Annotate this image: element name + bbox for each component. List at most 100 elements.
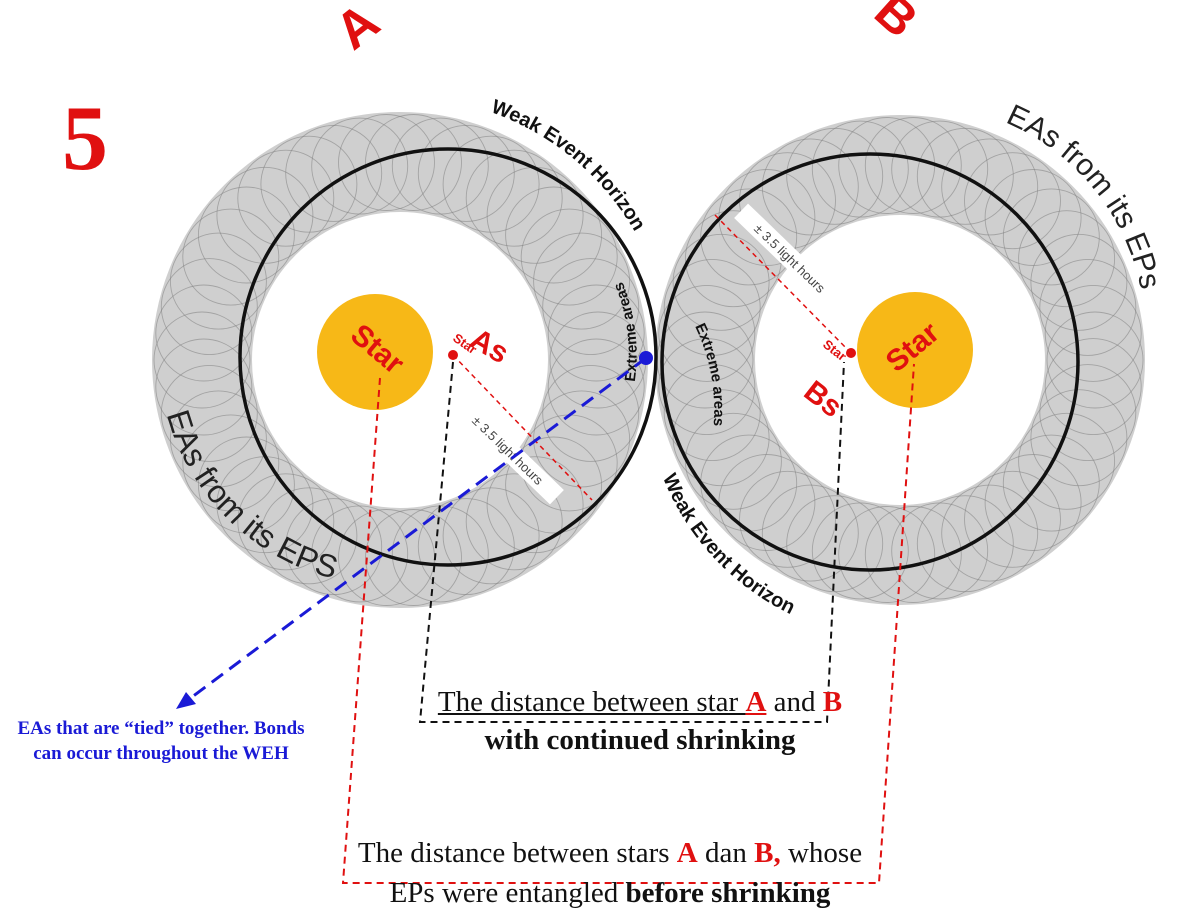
ring-texture-loop	[658, 338, 756, 436]
ring-texture-loop	[285, 498, 383, 596]
distance-bracket-before	[341, 363, 915, 884]
shrinking-caption-pre: The distance between star	[437, 686, 746, 718]
before-caption-pre: The distance between stars	[357, 837, 677, 869]
tie-arrow-line	[187, 356, 647, 702]
shrinking-caption-line1: The distance between star A and B	[330, 683, 950, 721]
ring-band-b	[655, 115, 1145, 605]
ring-texture-loop	[811, 120, 909, 218]
ring-texture-loop	[160, 258, 258, 356]
ring-texture-loop	[964, 152, 1061, 250]
tied-eas-caption: EAs that are “tied” together. Bonds can …	[17, 718, 305, 764]
ring-texture-loop	[547, 338, 645, 436]
ring-texture-loop	[1002, 188, 1100, 286]
ring-texture-loop	[465, 473, 563, 571]
ring-texture-loop	[891, 502, 989, 600]
ring-texture-loop	[338, 114, 435, 211]
ring-texture-loop	[155, 284, 253, 382]
ring-texture-loop	[197, 186, 295, 284]
ring-texture-loop	[1044, 338, 1142, 436]
before-caption-line2-bold: before shrinking	[625, 877, 831, 909]
shrinking-caption-star-a: A	[745, 686, 767, 718]
ring-texture-loop	[1030, 233, 1128, 331]
ring-texture-a	[153, 114, 647, 606]
ring-texture-loop	[984, 454, 1082, 551]
ring-texture-loop	[542, 258, 640, 356]
shrinking-caption-and: and	[766, 686, 823, 718]
before-caption-post: whose	[780, 837, 863, 869]
small-star-b-label: Star	[820, 337, 849, 364]
ring-texture-loop	[984, 169, 1082, 266]
ring-texture-loop	[916, 127, 1014, 225]
before-caption-line1: The distance between stars A dan B, whos…	[240, 833, 980, 873]
ring-texture-loop	[169, 390, 267, 488]
ring-texture-loop	[739, 470, 836, 568]
ring-texture-loop	[1018, 412, 1116, 510]
star-b	[857, 292, 973, 408]
ring-texture-loop	[182, 208, 280, 306]
tie-arrow-head	[176, 692, 196, 709]
ring-texture-loop	[365, 114, 462, 211]
ring-texture-loop	[237, 149, 335, 247]
ring-texture-loop	[1039, 364, 1137, 462]
ring-texture-loop	[260, 487, 358, 585]
ring-texture-loop	[700, 188, 798, 286]
ring-texture-loop	[864, 117, 962, 214]
ring-texture-loop	[486, 456, 584, 554]
ring-texture-loop	[786, 495, 884, 593]
ring-texture-loop	[941, 484, 1039, 582]
ring-texture-loop	[1039, 258, 1137, 356]
distance-bracket-shrinking	[418, 361, 845, 723]
before-caption-line2: EPs were entangled before shrinking	[240, 873, 980, 913]
ring-texture-loop	[761, 138, 859, 236]
ring-texture-loop	[417, 124, 515, 222]
ring-texture-loop	[672, 233, 770, 331]
before-shrinking-caption: The distance between stars A dan B, whos…	[240, 833, 980, 913]
star-a	[317, 294, 433, 410]
ring-texture-loop	[864, 506, 962, 603]
ring-texture-loop	[964, 470, 1061, 568]
ring-texture-loop	[505, 186, 603, 284]
ring-texture-loop	[1030, 389, 1128, 487]
ring-texture-loop	[663, 258, 761, 356]
ring-texture-loop	[169, 232, 267, 330]
ring-texture-loop	[761, 484, 859, 582]
before-caption-line2-pre: EPs were entangled	[389, 877, 626, 909]
shrinking-caption-line2: with continued shrinking	[330, 721, 950, 759]
ring-texture-loop	[1044, 284, 1142, 382]
weak-event-horizon-b	[660, 152, 1080, 572]
ring-texture-loop	[533, 390, 631, 488]
ring-texture-loop	[520, 208, 618, 306]
ring-texture-loop	[1002, 434, 1100, 532]
radius-line-a	[452, 354, 593, 501]
before-caption-star-b: B,	[754, 837, 781, 869]
ring-texture-loop	[542, 364, 640, 462]
ring-texture-loop	[237, 473, 335, 571]
ring-texture-loop	[442, 487, 540, 585]
before-caption-dan: dan	[697, 837, 755, 869]
ring-texture-loop	[160, 364, 258, 462]
ring-texture-loop	[465, 149, 563, 247]
ring-texture-loop	[182, 414, 280, 512]
before-caption-star-a: A	[676, 837, 698, 869]
weak-event-horizon-a	[238, 147, 658, 567]
figure-number: 5	[62, 87, 108, 189]
ring-texture-loop	[311, 117, 409, 215]
ring-texture-loop	[547, 284, 645, 382]
ring-texture-loop	[442, 135, 540, 233]
ring-texture-loop	[1018, 210, 1116, 308]
ring-texture-loop	[260, 135, 358, 233]
shrinking-caption-bold: with continued shrinking	[484, 724, 796, 756]
corner-label-b: B	[864, 0, 928, 48]
ring-texture-loop	[1046, 311, 1144, 409]
ring-texture-loop	[663, 364, 761, 462]
corner-label-a: A	[325, 0, 390, 61]
shrinking-distance-caption: The distance between star A and B with c…	[330, 683, 950, 759]
ring-texture-loop	[658, 284, 756, 382]
ring-texture-loop	[533, 232, 631, 330]
ring-texture-loop	[505, 436, 603, 534]
ring-texture-loop	[216, 166, 314, 264]
ring-texture-loop	[153, 311, 251, 409]
ring-texture-loop	[941, 138, 1039, 236]
ring-texture-loop	[672, 389, 770, 487]
